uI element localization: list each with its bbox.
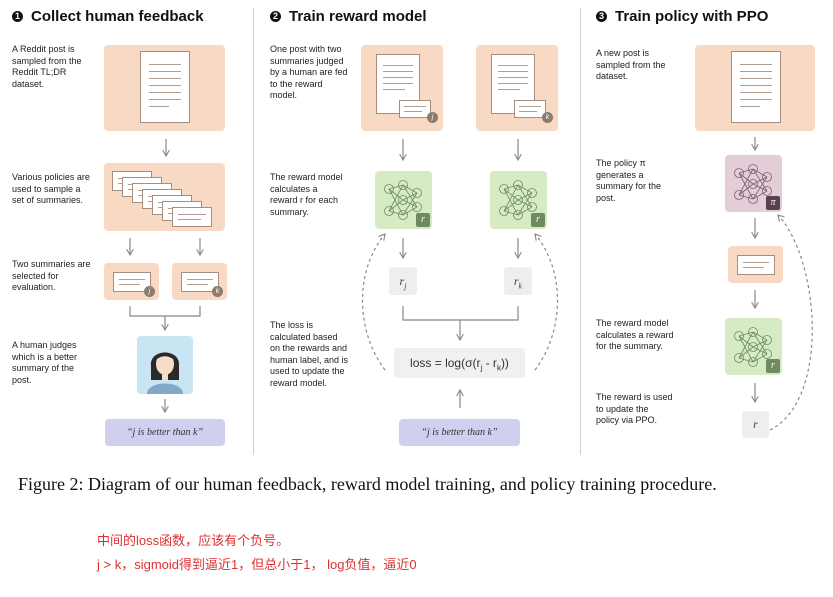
ppo-reward-box: r xyxy=(742,411,769,438)
summary-stack-icon-7 xyxy=(172,207,212,227)
reward-rk-box: rk xyxy=(504,267,532,295)
neural-net-icon xyxy=(499,180,537,220)
document-icon xyxy=(140,51,190,123)
neural-net-icon xyxy=(734,327,772,367)
new-post-document-icon xyxy=(731,51,781,123)
sampled-summaries-card xyxy=(104,163,225,231)
ppo-reward-model-r-badge: r xyxy=(766,359,780,373)
col1-desc-2: Various policies are used to sample a se… xyxy=(12,172,90,205)
section-title-2-text: Train reward model xyxy=(289,8,427,25)
col3-desc-2: The policy π generates a summary for the… xyxy=(596,158,662,203)
loss-sub-k: k xyxy=(496,363,501,373)
loss-formula-head: loss = log(σ(r xyxy=(410,356,481,370)
policy-summary-card xyxy=(728,246,783,283)
reward-model-k-r-badge: r xyxy=(531,213,545,227)
step-number-1: 1 xyxy=(12,11,23,22)
section-title-1-text: Collect human feedback xyxy=(31,8,204,25)
rm-badge-j: j xyxy=(427,112,438,123)
reward-rj-box: rj xyxy=(389,267,417,295)
col2-desc-3: The loss is calculated based on the rewa… xyxy=(270,320,349,388)
policy-summary-doc-icon xyxy=(737,255,775,275)
reward-model-k: r xyxy=(490,171,547,229)
summary-k-card: k xyxy=(172,263,227,300)
col1-desc-4: A human judges which is a better summary… xyxy=(12,340,78,385)
badge-j: j xyxy=(144,286,155,297)
summary-j-doc-icon xyxy=(113,272,151,292)
col2-preference-label: “j is better than k” xyxy=(399,419,520,446)
reward-input-post-k-card: k xyxy=(476,45,558,131)
col3-desc-3: The reward model calculates a reward for… xyxy=(596,318,674,351)
reward-input-post-j-card: j xyxy=(361,45,443,131)
document-k-icon xyxy=(491,54,535,114)
dashed-update-right xyxy=(534,233,558,371)
rk-subscript: k xyxy=(518,281,523,291)
dashed-update-left xyxy=(362,233,386,371)
summary-k-small-icon xyxy=(514,100,546,118)
loss-sub-j: j xyxy=(480,363,483,373)
bracket-summaries-to-human xyxy=(129,306,201,330)
reward-model-j-r-badge: r xyxy=(416,213,430,227)
diagram-connectors xyxy=(126,137,813,431)
bracket-rewards-to-loss xyxy=(402,306,519,340)
section-title-3-text: Train policy with PPO xyxy=(615,8,769,25)
col1-desc-3: Two summaries are selected for evaluatio… xyxy=(12,259,91,292)
rm-badge-k: k xyxy=(542,112,553,123)
section-title-1: 1 Collect human feedback xyxy=(12,8,204,25)
loss-formula-end: )) xyxy=(500,356,509,370)
dashed-ppo-update xyxy=(769,214,813,431)
reward-model-j: r xyxy=(375,171,432,229)
section-divider-1 xyxy=(253,8,254,455)
col1-preference-label: “j is better than k” xyxy=(105,419,225,446)
reddit-post-card xyxy=(104,45,225,131)
annotation-note-2: j > k，sigmoid得到逼近1，但总小于1， log负值，逼近0 xyxy=(97,557,417,572)
step-number-2: 2 xyxy=(270,11,281,22)
summary-j-card: j xyxy=(104,263,159,300)
summary-j-small-icon xyxy=(399,100,431,118)
human-avatar-icon xyxy=(147,352,183,394)
new-post-card xyxy=(695,45,815,131)
col2-desc-1: One post with two summaries judged by a … xyxy=(270,44,348,100)
section-title-3: 3 Train policy with PPO xyxy=(596,8,768,25)
col2-desc-2: The reward model calculates a reward r f… xyxy=(270,172,343,217)
col3-desc-4: The reward is used to update the policy … xyxy=(596,392,673,425)
human-judge-card xyxy=(137,336,193,394)
badge-k: k xyxy=(212,286,223,297)
neural-net-icon xyxy=(384,180,422,220)
rj-subscript: j xyxy=(404,281,407,291)
policy-neural-net-icon xyxy=(734,164,772,204)
section-divider-2 xyxy=(580,8,581,455)
policy-model: π xyxy=(725,155,782,212)
col3-desc-1: A new post is sampled from the dataset. xyxy=(596,48,666,81)
loss-formula-mid: - r xyxy=(482,356,497,370)
loss-formula-box: loss = log(σ(rj - rk)) xyxy=(394,348,525,378)
rk-symbol: r xyxy=(513,274,519,288)
ppo-reward-model: r xyxy=(725,318,782,375)
col1-desc-1: A Reddit post is sampled from the Reddit… xyxy=(12,44,82,89)
step-number-3: 3 xyxy=(596,11,607,22)
annotation-note-1: 中间的loss函数，应该有个负号。 xyxy=(97,533,290,548)
policy-pi-badge: π xyxy=(766,196,780,210)
section-title-2: 2 Train reward model xyxy=(270,8,427,25)
rj-symbol: r xyxy=(399,274,405,288)
summary-k-doc-icon xyxy=(181,272,219,292)
figure-caption: Figure 2: Diagram of our human feedback,… xyxy=(18,474,717,494)
